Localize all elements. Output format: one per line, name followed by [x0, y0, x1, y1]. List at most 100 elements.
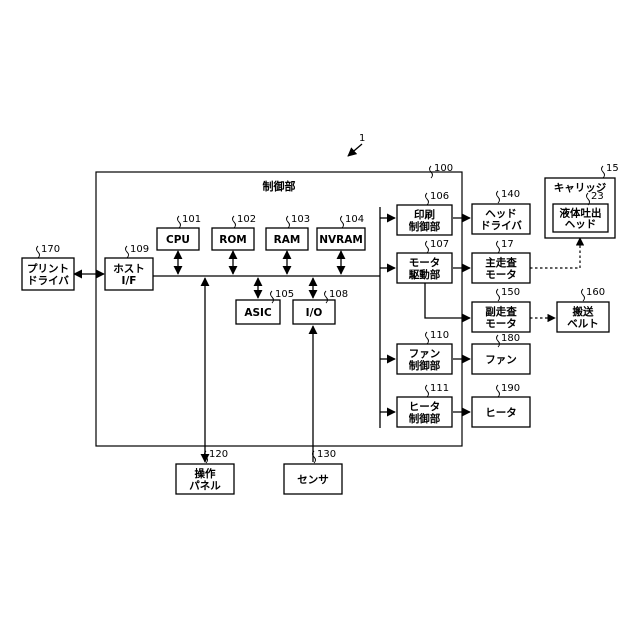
block-fan-ctrl: ファン制御部 110 — [397, 330, 452, 374]
rom-ref: 102 — [237, 214, 256, 225]
link-carriage-dashed — [530, 238, 580, 268]
liquid-head-label: ヘッド — [565, 219, 597, 231]
io-ref: 108 — [329, 289, 348, 300]
block-head-driver: ヘッドドライバ 140 — [472, 189, 530, 234]
ref-hook — [497, 289, 500, 301]
main-scan-motor-label: 主走査 — [485, 256, 517, 269]
figure-ref-arrow — [348, 144, 362, 156]
block-transport-belt: 搬送ベルト 160 — [557, 287, 609, 332]
fan-ctrl-label: ファン — [409, 348, 441, 360]
ref-hook — [426, 385, 429, 397]
asic-ref: 105 — [275, 289, 294, 300]
block-rom: ROM 102 — [212, 214, 256, 250]
svg-text:100: 100 — [434, 163, 453, 174]
carriage-ref: 15 — [606, 163, 619, 174]
heater-ctrl-label: ヒータ — [409, 401, 441, 413]
ref-hook — [126, 246, 129, 258]
head-driver-ref: 140 — [501, 189, 520, 200]
ref-hook — [341, 216, 344, 228]
transport-belt-label: 搬送 — [573, 305, 594, 318]
nvram-label: NVRAM — [319, 234, 363, 246]
print-ctrl-ref: 106 — [430, 191, 449, 202]
transport-belt-label: ベルト — [567, 318, 599, 330]
ref-hook — [497, 241, 500, 253]
ref-hook — [287, 216, 290, 228]
head-driver-label: ヘッド — [485, 208, 517, 220]
heater-ref: 190 — [501, 383, 520, 394]
fan-ref: 180 — [501, 333, 520, 344]
cpu-label: CPU — [166, 234, 190, 246]
block-op-panel: 操作パネル 120 — [176, 449, 234, 494]
ref-hook — [497, 385, 500, 397]
figure-ref-label: 1 — [359, 133, 365, 144]
host-if-ref: 109 — [130, 244, 149, 255]
sensor-ref: 130 — [317, 449, 336, 460]
ref-hook — [37, 246, 40, 258]
block-sensor: センサ 130 — [284, 449, 342, 494]
asic-label: ASIC — [244, 307, 272, 319]
host-if-label: I/F — [122, 275, 137, 287]
ref-hook — [582, 289, 585, 301]
transport-belt-ref: 160 — [586, 287, 605, 298]
fan-ctrl-label: 制御部 — [409, 359, 441, 372]
fan-label: ファン — [485, 354, 517, 366]
head-driver-label: ドライバ — [480, 220, 522, 232]
ref-hook — [233, 216, 236, 228]
ref-hook — [602, 166, 605, 178]
print-driver-label: ドライバ — [27, 275, 69, 287]
link-sub-motor — [425, 283, 470, 318]
heater-ctrl-ref: 111 — [430, 383, 449, 394]
host-if-label: ホスト — [113, 263, 145, 275]
block-asic: ASIC105 — [236, 289, 294, 324]
block-host-if: ホストI/F 109 — [105, 244, 153, 290]
ref-hook — [178, 216, 181, 228]
sub-scan-motor-label: モータ — [485, 318, 517, 330]
ref-hook — [426, 193, 429, 205]
ref-hook — [497, 191, 500, 203]
ram-label: RAM — [274, 234, 301, 246]
heater-ctrl-label: 制御部 — [409, 412, 441, 425]
io-label: I/O — [306, 307, 323, 319]
block-print-ctrl: 印刷制御部 106 — [397, 191, 452, 235]
block-main-scan-motor: 主走査モータ 17 — [472, 239, 530, 283]
main-scan-motor-ref: 17 — [501, 239, 514, 250]
control-unit-ref: 100 — [430, 163, 454, 178]
block-io: I/O 108 — [293, 289, 348, 324]
rom-label: ROM — [219, 234, 246, 246]
sub-scan-motor-label: 副走査 — [485, 305, 517, 318]
block-heater: ヒータ 190 — [472, 383, 530, 427]
block-heater-ctrl: ヒータ制御部 111 — [397, 383, 452, 427]
blocks: CPU101ROM102RAM103NVRAM104ホストI/F109ASIC1… — [22, 163, 619, 494]
nvram-ref: 104 — [345, 214, 364, 225]
block-cpu: CPU 101 — [157, 214, 201, 250]
print-ctrl-label: 印刷 — [414, 208, 435, 221]
ref-hook — [426, 332, 429, 344]
op-panel-label: パネル — [189, 480, 221, 492]
sensor-label: センサ — [297, 474, 329, 486]
motor-drive-label: モータ — [409, 257, 441, 269]
motor-drive-ref: 107 — [430, 239, 449, 250]
control-unit-title: 制御部 — [263, 179, 296, 193]
figure-reference: 1 — [348, 133, 365, 156]
cpu-ref: 101 — [182, 214, 201, 225]
block-sub-scan-motor: 副走査モータ 150 — [472, 287, 530, 332]
block-print-driver: プリントドライバ 170 — [22, 244, 74, 290]
op-panel-label: 操作 — [195, 467, 216, 480]
print-driver-ref: 170 — [41, 244, 60, 255]
block-ram: RAM 103 — [266, 214, 310, 250]
fan-ctrl-ref: 110 — [430, 330, 449, 341]
main-scan-motor-label: モータ — [485, 269, 517, 281]
print-ctrl-label: 制御部 — [409, 220, 441, 233]
op-panel-ref: 120 — [209, 449, 228, 460]
ram-ref: 103 — [291, 214, 310, 225]
print-driver-label: プリント — [27, 262, 69, 275]
ref-hook — [426, 241, 429, 253]
heater-label: ヒータ — [485, 407, 517, 419]
block-motor-drive: モータ駆動部 107 — [397, 239, 452, 283]
liquid-head-ref: 23 — [591, 191, 604, 202]
motor-drive-label: 駆動部 — [409, 268, 441, 281]
sub-scan-motor-ref: 150 — [501, 287, 520, 298]
block-fan: ファン 180 — [472, 333, 530, 374]
block-nvram: NVRAM 104 — [317, 214, 365, 250]
